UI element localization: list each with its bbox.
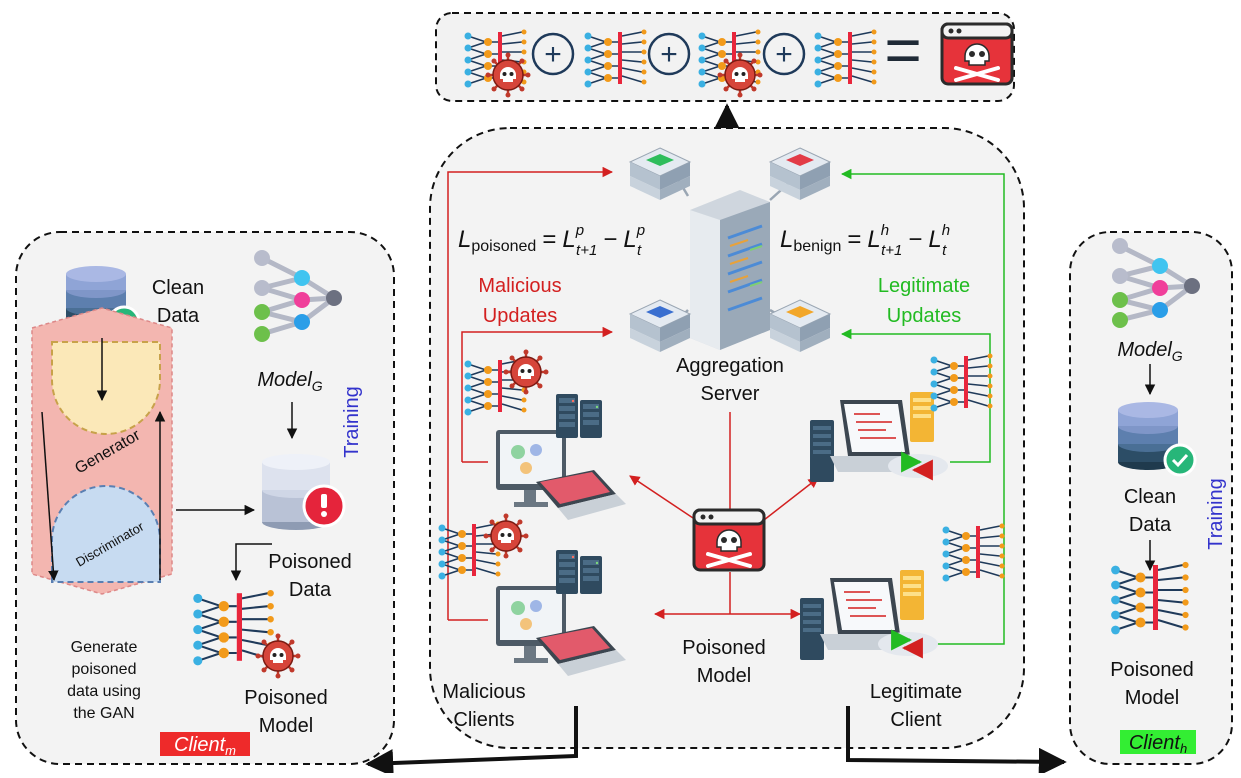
poisoned-model-routes (629, 412, 819, 620)
client-h-tag: Clienth (1129, 732, 1187, 756)
node-red-light (786, 154, 814, 166)
arrow-to-client-m (365, 706, 578, 778)
svg-text:Lpoisoned=Lpt+1−Lpt: Lpoisoned=Lpt+1−Lpt (458, 222, 645, 259)
model-g-icon (1112, 238, 1200, 328)
training-label: Training (1205, 478, 1227, 550)
node-orange-light (786, 306, 814, 318)
check-badge-icon (1163, 443, 1197, 477)
virus-icon (254, 632, 302, 680)
arrow-to-client-h (846, 706, 1067, 776)
client-m-tag-bg (160, 732, 250, 756)
alert-icon (302, 484, 346, 528)
poisoned-model-icon (692, 508, 766, 572)
op-label: + (544, 38, 562, 71)
virus-icon (484, 51, 532, 99)
equals-op: = (884, 14, 921, 86)
op-label: + (660, 38, 678, 71)
virus-icon (502, 348, 550, 396)
plus-op-2: + (647, 32, 691, 76)
node-green-light (646, 154, 674, 166)
poisoned-data-to-model-arrow (230, 543, 272, 582)
model-g-label: ModelG (1117, 339, 1182, 364)
client-m-tag: Clientm (174, 734, 236, 758)
plus-op-3: + (762, 32, 806, 76)
model-g-label: ModelG (257, 369, 322, 394)
client-h-tag-bg (1120, 730, 1196, 754)
op-label: + (775, 38, 793, 71)
training-label: Training (341, 386, 363, 458)
model-g-icon (254, 250, 342, 342)
malicious-update-routes (447, 166, 614, 621)
svg-text:Lbenign=Lht+1−Lht: Lbenign=Lht+1−Lht (780, 222, 950, 259)
virus-icon (716, 51, 764, 99)
aggregation-result-box: + + + = (435, 12, 1015, 102)
virus-icon (482, 512, 530, 560)
aggregation-server-icon (690, 190, 770, 350)
gan-block: Generator Discriminator (31, 307, 173, 595)
plus-op-1: + (531, 32, 575, 76)
node-blue-light (646, 306, 674, 318)
skull-window-icon (940, 22, 1014, 86)
